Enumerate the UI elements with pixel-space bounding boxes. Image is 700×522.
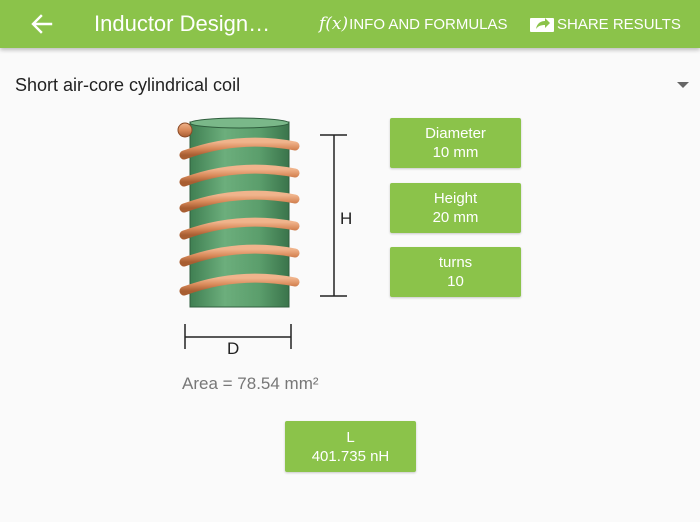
coil-turn [179,190,300,213]
back-button[interactable] [24,8,60,40]
height-label: Height [433,190,478,207]
diameter-button[interactable]: Diameter 10 mm [390,118,521,168]
coil-turn [179,244,300,267]
diameter-label: Diameter [425,125,486,142]
inductance-label: L [346,428,355,446]
turns-value: 10 [447,273,464,290]
coil-turn [179,217,300,240]
coil-turn [179,273,300,296]
turns-button[interactable]: turns 10 [390,247,521,297]
area-readout: Area = 78.54 mm² [182,374,319,394]
height-button[interactable]: Height 20 mm [390,183,521,233]
info-formulas-label: INFO AND FORMULAS [349,15,508,33]
area-value: 78.54 mm² [237,374,319,393]
coil-windings [179,137,300,296]
share-results-button[interactable]: SHARE RESULTS [529,12,681,36]
diameter-dimension [184,324,292,349]
diameter-value: 10 mm [432,144,479,161]
coil-wire-end [177,122,193,138]
coil-type-dropdown[interactable]: Short air-core cylindrical coil [0,62,700,106]
diameter-dimension-label: D [227,339,239,355]
app-title: Inductor Design… [94,11,271,36]
height-dimension [320,134,347,297]
coil-core-top [189,117,290,129]
share-results-label: SHARE RESULTS [557,15,681,33]
share-icon [530,18,554,32]
height-value: 20 mm [432,209,479,226]
inductance-result-button[interactable]: L 401.735 nH [285,421,416,472]
dropdown-caret-icon [677,82,689,88]
function-icon: f(x) [319,14,349,34]
height-dimension-label: H [340,209,352,228]
app-bar: Inductor Design… f(x) INFO AND FORMULAS … [0,0,700,48]
info-formulas-button[interactable]: f(x) INFO AND FORMULAS [319,12,508,36]
coil-turn [179,164,300,187]
turns-label: turns [438,254,473,271]
inductance-value: 401.735 nH [311,447,390,465]
coil-type-value: Short air-core cylindrical coil [15,75,241,95]
coil-turn [179,137,300,160]
coil-diagram: H D [177,117,352,355]
arrow-left-icon [31,14,53,34]
area-label: Area = [182,374,238,393]
